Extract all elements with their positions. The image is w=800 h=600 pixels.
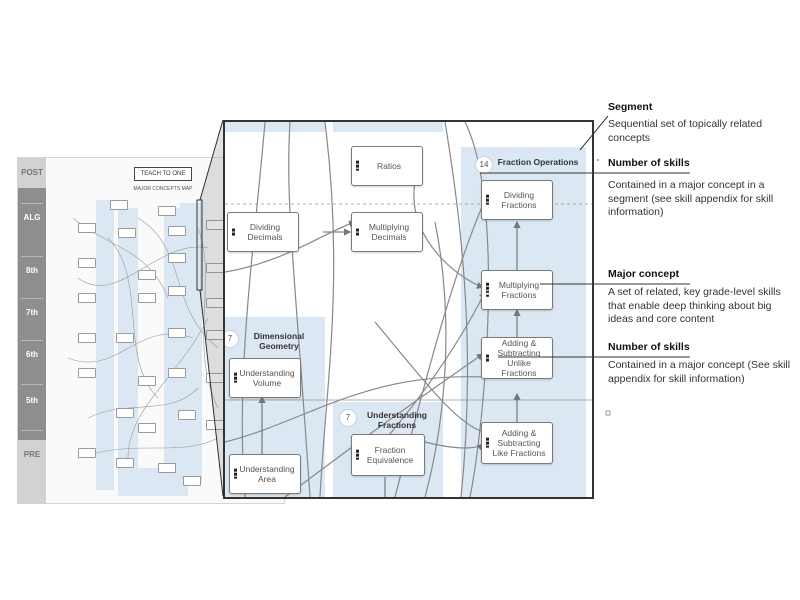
grade-label-pre: PRE <box>18 440 46 503</box>
grade-label-5: 5th <box>26 396 38 405</box>
concept-understanding-area[interactable]: Understanding Area <box>229 454 301 494</box>
grade-label-post: POST <box>18 158 46 188</box>
concept-dividing-fractions[interactable]: Dividing Fractions <box>481 180 553 220</box>
concept-multiplying-decimals[interactable]: Multiplying Decimals <box>351 212 423 252</box>
concept-fraction-equivalence[interactable]: Fraction Equivalence <box>351 434 425 476</box>
skill-dots <box>232 228 235 237</box>
skill-count-badge: 7 <box>339 409 357 427</box>
concept-ratios[interactable]: Ratios <box>351 146 423 186</box>
skill-dots <box>356 160 359 173</box>
grade-label-8: 8th <box>26 266 38 275</box>
annotation-description: A set of related, key grade-level skills… <box>608 286 781 325</box>
skill-dots <box>356 228 359 237</box>
segment-title: Dimensional Geometry <box>253 331 305 351</box>
annotation-title: Number of skills <box>608 341 690 353</box>
annotation-major-concept: Major concept A set of related, key grad… <box>608 268 793 327</box>
skill-dots <box>486 282 489 298</box>
grade-label-7: 7th <box>26 308 38 317</box>
grade-label-6: 6th <box>26 350 38 359</box>
concept-adding-subtracting-like-fractions[interactable]: Adding & Subtracting Like Fractions <box>481 422 553 464</box>
annotation-number-of-skills-concept: Number of skills Contained in a major co… <box>608 341 793 386</box>
skill-dots <box>234 468 237 481</box>
annotation-title: Segment <box>608 101 653 113</box>
concept-adding-subtracting-unlike-fractions[interactable]: Adding & Subtracting Unlike Fractions <box>481 337 553 379</box>
skill-dots <box>486 194 489 207</box>
concept-connectors <box>225 122 592 497</box>
thumbnail-title: MAJOR CONCEPTS MAP <box>133 186 193 192</box>
annotation-description: Sequential set of topically related conc… <box>608 118 763 144</box>
skill-dots <box>356 449 359 462</box>
annotation-description: Contained in a major concept in a segmen… <box>608 179 774 218</box>
skill-dots <box>486 437 489 450</box>
concept-multiplying-fractions[interactable]: Multiplying Fractions <box>481 270 553 310</box>
annotation-segment: Segment Sequential set of topically rela… <box>608 101 793 145</box>
grade-label-alg: ALG <box>23 213 41 222</box>
segment-title: Fraction Operations <box>497 157 579 167</box>
concept-dividing-decimals[interactable]: Dividing Decimals <box>227 212 299 252</box>
annotation-title: Major concept <box>608 268 680 280</box>
annotation-description: Contained in a major concept (See skill … <box>608 359 791 385</box>
skill-count-badge: 7 <box>225 330 239 348</box>
grade-strip: POST ALG 8th 7th 6th 5th PRE <box>18 158 46 503</box>
concept-understanding-volume[interactable]: Understanding Volume <box>229 358 301 398</box>
zoomed-concepts-map: 14 Fraction Operations 7 Dimensional Geo… <box>223 120 594 499</box>
skill-dots <box>486 354 489 363</box>
segment-title: Understanding Fractions <box>367 410 427 430</box>
annotation-number-of-skills-segment: Number of skills Contained in a major co… <box>608 157 793 220</box>
skill-dots <box>234 372 237 385</box>
annotation-title: Number of skills <box>608 157 690 169</box>
thumbnail-logo: TEACH TO ONE <box>134 167 192 181</box>
